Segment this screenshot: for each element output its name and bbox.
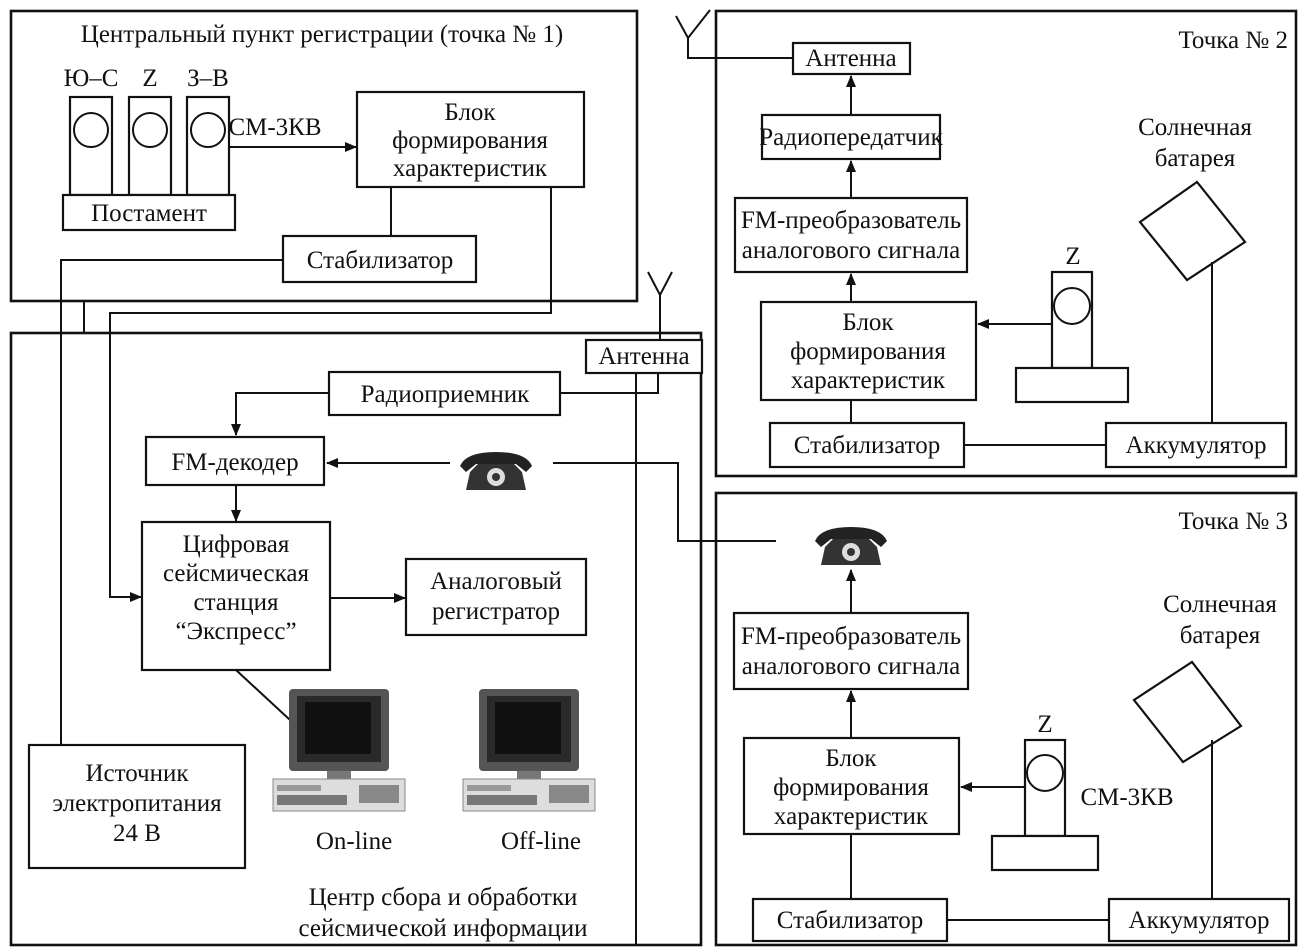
char-block-s1-box [355, 90, 586, 189]
channel-z-label: Z [142, 65, 157, 92]
char-block-s2-line3: характеристик [791, 367, 946, 394]
char-block-s3-line2: формирования [773, 774, 929, 801]
center-frame [9, 331, 703, 947]
station3-group: Точка № 3 FM-преобразователь аналогового… [714, 491, 1298, 947]
solar-s3-line1: Солнечная [1163, 591, 1277, 618]
center-antenna-box [584, 338, 704, 375]
battery-s2-box [1104, 421, 1288, 469]
online-computer-icon [272, 688, 406, 812]
stabilizer-s1-label: Стабилизатор [307, 247, 454, 274]
power-source-line3: 24 В [113, 820, 161, 847]
power-source-line1: Источник [85, 760, 189, 787]
solar-s2-line1: Солнечная [1138, 114, 1252, 141]
fm-converter-s2-box [733, 196, 969, 274]
stabilizer-s2-box [768, 421, 966, 469]
center-antenna-label: Антенна [598, 343, 689, 370]
digital-station-line2: сейсмическая [163, 560, 309, 587]
fm-converter-s3-line1: FM-преобразователь [741, 623, 961, 650]
seismometer-z [127, 95, 173, 197]
connection-wires [60, 9, 793, 945]
seismometer-s2 [1014, 270, 1130, 404]
power-source-line2: электропитания [52, 790, 222, 817]
char-block-s3-line3: характеристик [774, 803, 929, 830]
offline-label: Off-line [501, 828, 581, 855]
char-block-s1-line2: формирования [392, 127, 548, 154]
analog-recorder-line1: Аналоговый [430, 568, 562, 595]
seismometer-s3 [990, 738, 1100, 872]
center-group: Антенна Радиоприемник FM-декодер Цифрова… [9, 271, 704, 947]
station2-antenna-box [791, 41, 912, 76]
battery-s2-label: Аккумулятор [1126, 432, 1267, 459]
channel-z-s3-label: Z [1037, 711, 1052, 738]
seismometer-ns [68, 95, 114, 197]
radio-receiver-label: Радиоприемник [361, 381, 531, 408]
station1-frame [9, 9, 639, 303]
station1-group: Центральный пункт регистрации (точка № 1… [9, 9, 639, 303]
channel-ns-label: Ю–С [64, 65, 119, 92]
stabilizer-s3-box [751, 897, 949, 943]
station2-antenna-label: Антенна [805, 45, 896, 72]
solar-panel-s2-icon [1138, 180, 1247, 282]
station3-frame [714, 491, 1298, 947]
char-block-s2-box [759, 300, 978, 402]
station2-title: Точка № 2 [1178, 27, 1288, 54]
fm-converter-s3-box [732, 611, 970, 691]
antenna-to-receiver-line [560, 373, 659, 394]
stabilizer-s1-box [281, 234, 478, 284]
station1-title: Центральный пункт регистрации (точка № 1… [81, 21, 563, 48]
fm-converter-s2-line1: FM-преобразователь [741, 207, 961, 234]
solar-s2-line2: батарея [1155, 145, 1236, 172]
seismometer-ew [185, 95, 231, 197]
fm-decoder-box [144, 435, 326, 487]
digital-station-line3: станция [193, 589, 279, 616]
analog-recorder-line2: регистратор [432, 598, 560, 625]
char-block-s3-line1: Блок [825, 745, 877, 772]
transmitter-label: Радиопередатчик [759, 124, 943, 151]
char-block-s2-line1: Блок [842, 309, 894, 336]
online-label: On-line [316, 828, 392, 855]
stabilizer-to-power-line [60, 259, 283, 745]
char-s1-to-station-arrow [109, 187, 552, 602]
pedestal-box [61, 193, 237, 232]
transmitter-box [760, 113, 942, 161]
channel-z-s2-label: Z [1065, 243, 1080, 270]
solar-panel-s3-icon [1132, 660, 1243, 764]
stabilizer-s2-label: Стабилизатор [794, 432, 941, 459]
station3-title: Точка № 3 [1178, 508, 1288, 535]
fm-decoder-label: FM-декодер [171, 449, 298, 476]
pedestal-label: Постамент [91, 200, 207, 227]
sensor-label-s3: СМ-3КВ [1080, 784, 1173, 811]
stabilizer-s3-label: Стабилизатор [777, 907, 924, 934]
fm-converter-s2-line2: аналогового сигнала [742, 237, 960, 264]
phone-link-line [553, 462, 776, 542]
fm-converter-s3-line2: аналогового сигнала [742, 653, 960, 680]
station2-antenna-icon [675, 9, 793, 59]
receiver-to-decoder-arrow [231, 392, 329, 436]
char-block-s2-line2: формирования [790, 338, 946, 365]
char-block-s1-line1: Блок [444, 99, 496, 126]
digital-station-box [140, 520, 332, 672]
digital-station-line1: Цифровая [183, 531, 290, 558]
center-antenna-icon [647, 271, 673, 340]
power-source-box [27, 743, 247, 870]
solar-s3-line2: батарея [1180, 622, 1261, 649]
station2-frame [714, 9, 1298, 478]
center-caption-line1: Центр сбора и обработки [309, 884, 578, 911]
channel-ew-label: З–В [187, 65, 229, 92]
analog-recorder-box [404, 557, 588, 637]
battery-s3-label: Аккумулятор [1129, 907, 1270, 934]
char-block-s1-line3: характеристик [393, 155, 548, 182]
station2-group: Точка № 2 Антенна Радиопередатчик FM-пре… [714, 9, 1298, 478]
telephone-icon-s3 [815, 527, 887, 565]
sensor-label-s1: СМ-3КВ [228, 114, 321, 141]
offline-computer-icon [462, 688, 596, 812]
digital-station-line4: “Экспресс” [175, 618, 296, 645]
battery-s3-box [1107, 897, 1291, 943]
telephone-icon-center [460, 452, 532, 490]
center-caption-line2: сейсмической информации [298, 915, 587, 942]
